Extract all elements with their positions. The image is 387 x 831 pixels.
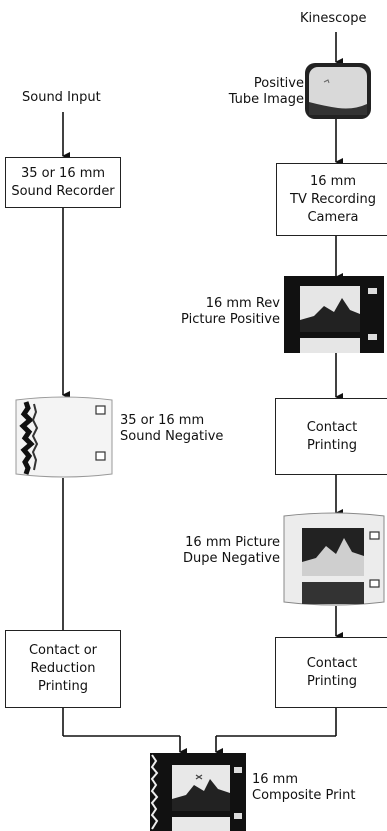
tube-label-line-2: Tube Image xyxy=(208,92,304,108)
contact-printing-2-line-1: Contact xyxy=(307,655,358,673)
sound-negative-film-image xyxy=(14,396,114,478)
sound-negative-line-1: 35 or 16 mm xyxy=(120,413,223,429)
reduction-printing-line-1: Contact or xyxy=(29,642,97,660)
rev-positive-line-2: Picture Positive xyxy=(170,312,280,328)
rev-positive-film-image xyxy=(284,276,384,353)
picture-dupe-negative-label: 16 mm Picture Dupe Negative xyxy=(170,535,280,567)
kinescope-label: Kinescope xyxy=(300,11,367,27)
dupe-negative-line-1: 16 mm Picture xyxy=(170,535,280,551)
tube-label-line-1: Positive xyxy=(208,76,304,92)
reduction-printing-box: Contact or Reduction Printing xyxy=(5,630,121,708)
sound-recorder-box: 35 or 16 mm Sound Recorder xyxy=(5,157,121,208)
sound-negative-line-2: Sound Negative xyxy=(120,429,223,445)
positive-tube-image-label: Positive Tube Image xyxy=(208,76,304,108)
sound-input-label: Sound Input xyxy=(22,90,101,106)
reduction-printing-line-2: Reduction xyxy=(29,660,97,678)
camera-line-3: Camera xyxy=(290,209,376,227)
contact-printing-1-line-1: Contact xyxy=(307,419,358,437)
reduction-printing-line-3: Printing xyxy=(29,678,97,696)
sound-negative-label: 35 or 16 mm Sound Negative xyxy=(120,413,223,445)
rev-positive-line-1: 16 mm Rev xyxy=(170,296,280,312)
rev-picture-positive-label: 16 mm Rev Picture Positive xyxy=(170,296,280,328)
composite-print-label: 16 mm Composite Print xyxy=(252,772,355,804)
sound-recorder-line-1: 35 or 16 mm xyxy=(11,165,114,183)
tube-image-icon xyxy=(304,62,372,120)
contact-printing-box-2: Contact Printing xyxy=(275,637,387,708)
tv-recording-camera-box: 16 mm TV Recording Camera xyxy=(276,163,387,236)
contact-printing-2-line-2: Printing xyxy=(307,673,358,691)
contact-printing-box-1: Contact Printing xyxy=(275,398,387,475)
camera-line-1: 16 mm xyxy=(290,173,376,191)
composite-print-line-1: 16 mm xyxy=(252,772,355,788)
contact-printing-1-line-2: Printing xyxy=(307,437,358,455)
dupe-negative-film-image xyxy=(282,512,386,606)
camera-line-2: TV Recording xyxy=(290,191,376,209)
sound-recorder-line-2: Sound Recorder xyxy=(11,183,114,201)
composite-print-film-image xyxy=(150,753,246,831)
dupe-negative-line-2: Dupe Negative xyxy=(170,551,280,567)
composite-print-line-2: Composite Print xyxy=(252,788,355,804)
